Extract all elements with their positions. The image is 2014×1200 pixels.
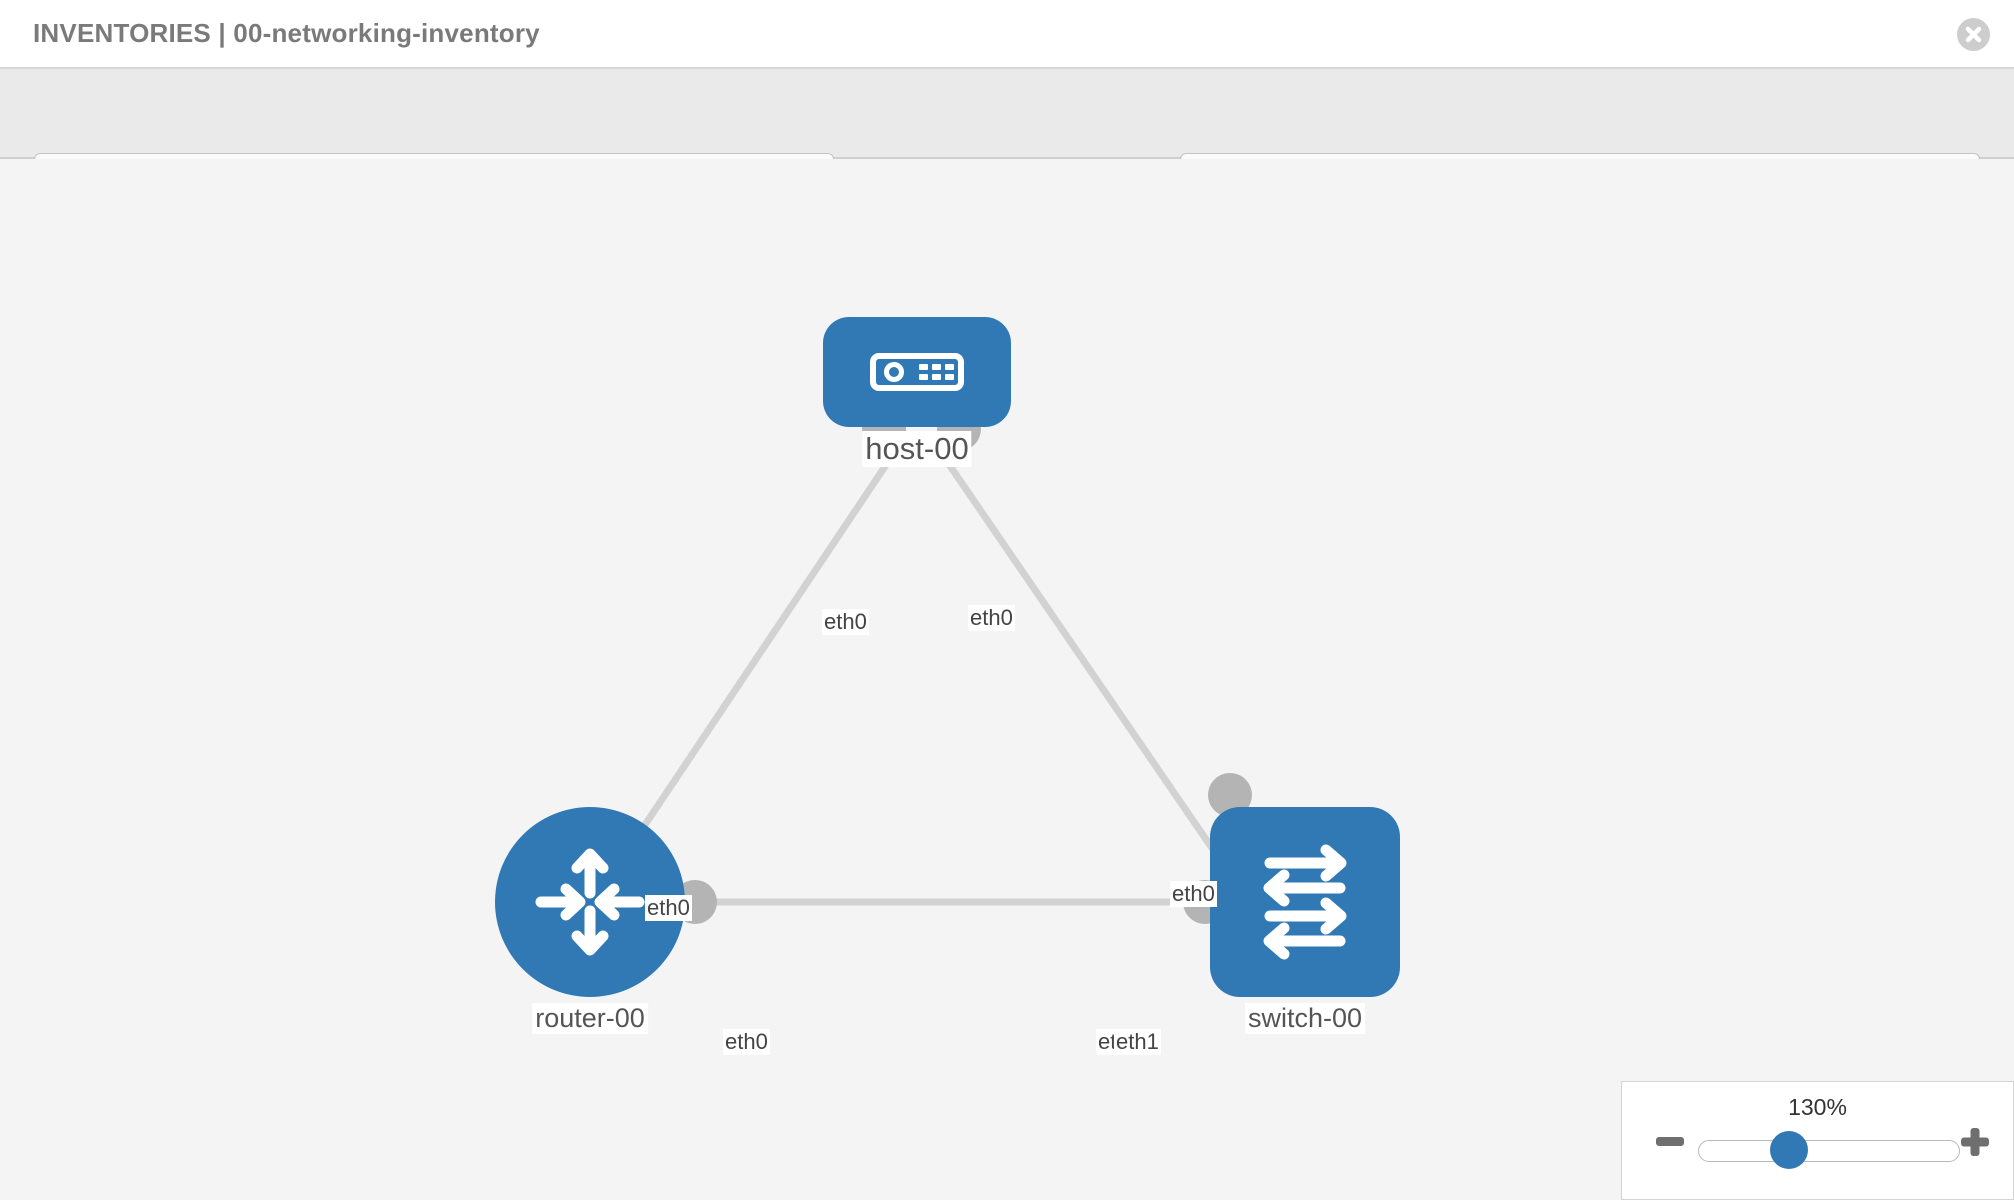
toolbar: ACTIONS SEARCH [0,69,2014,211]
node-label-host-00: host-00 [862,431,972,467]
zoom-slider-track[interactable] [1698,1140,1960,1162]
page-header: INVENTORIES | 00-networking-inventory [0,0,2014,69]
link-host-switch[interactable] [932,442,1243,891]
zoom-out-icon[interactable] [1656,1137,1684,1147]
node-router-00[interactable]: router-00 [495,807,685,1034]
iface-label-router-right: eth0 [723,1029,770,1055]
iface-label-switch-up: eth0 [1170,881,1217,907]
zoom-percent-label: 130% [1788,1094,1847,1120]
close-icon[interactable] [1957,18,1990,51]
zoom-control[interactable]: 130% [1621,1081,2014,1200]
iface-label-router-up: eth0 [645,895,692,921]
node-label-switch-00: switch-00 [1244,1003,1366,1034]
node-label-router-00: router-00 [532,1003,648,1034]
iface-label-host-left: eth0 [822,609,869,635]
router-arrows-icon [535,848,645,956]
node-switch-00[interactable]: switch-00 [1210,807,1400,1034]
switch-arrows-icon [1263,844,1347,960]
router-node-shape[interactable] [495,807,685,997]
zoom-in-icon[interactable] [1961,1128,1989,1156]
switch-node-shape[interactable] [1210,807,1400,997]
host-node-shape[interactable] [823,317,1011,427]
topology-canvas[interactable]: host-00 rout [0,159,2014,1200]
topology-links [595,442,1243,906]
server-icon [870,353,964,391]
iface-label-host-right: eth0 [968,605,1015,631]
link-router-host[interactable] [595,442,903,897]
close-x-glyph [1965,26,1982,43]
node-host-00[interactable]: host-00 [823,317,1011,467]
page-title: INVENTORIES | 00-networking-inventory [33,18,540,48]
iface-label-switch-left: eth1 [1114,1029,1161,1055]
zoom-slider-thumb[interactable] [1770,1131,1808,1169]
